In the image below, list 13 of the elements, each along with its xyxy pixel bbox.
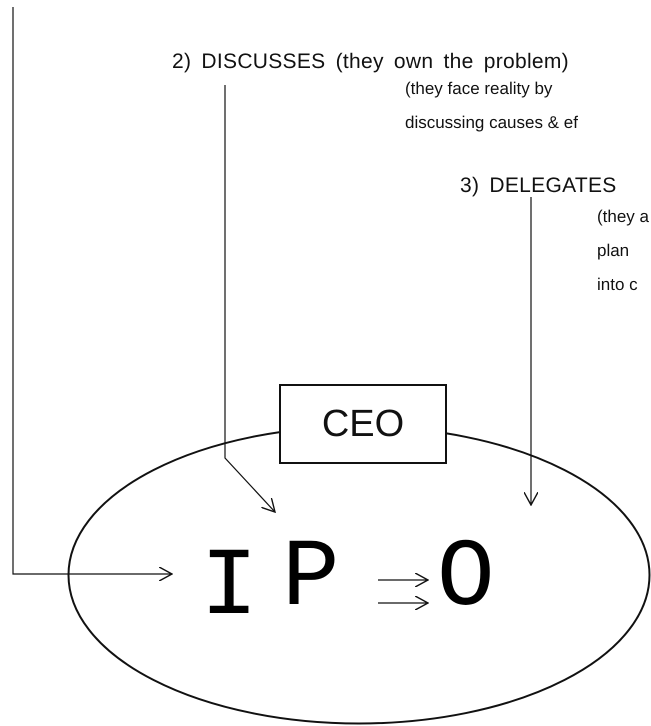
- letter: P: [282, 531, 340, 627]
- letter: I: [200, 540, 258, 636]
- arrow: [523, 197, 539, 506]
- ceo-box: CEO: [279, 384, 447, 464]
- arrow: [224, 85, 276, 513]
- note-text: (they a plan into c: [597, 206, 650, 296]
- step-heading: 2) DISCUSSES (they own the problem): [172, 50, 569, 74]
- arrow: [378, 572, 429, 588]
- step-heading: 3) DELEGATES: [460, 174, 617, 198]
- letter: O: [437, 531, 495, 627]
- arrow: [12, 7, 173, 582]
- arrow: [378, 595, 429, 611]
- note-text: (they face reality by discussing causes & ef: [405, 78, 579, 134]
